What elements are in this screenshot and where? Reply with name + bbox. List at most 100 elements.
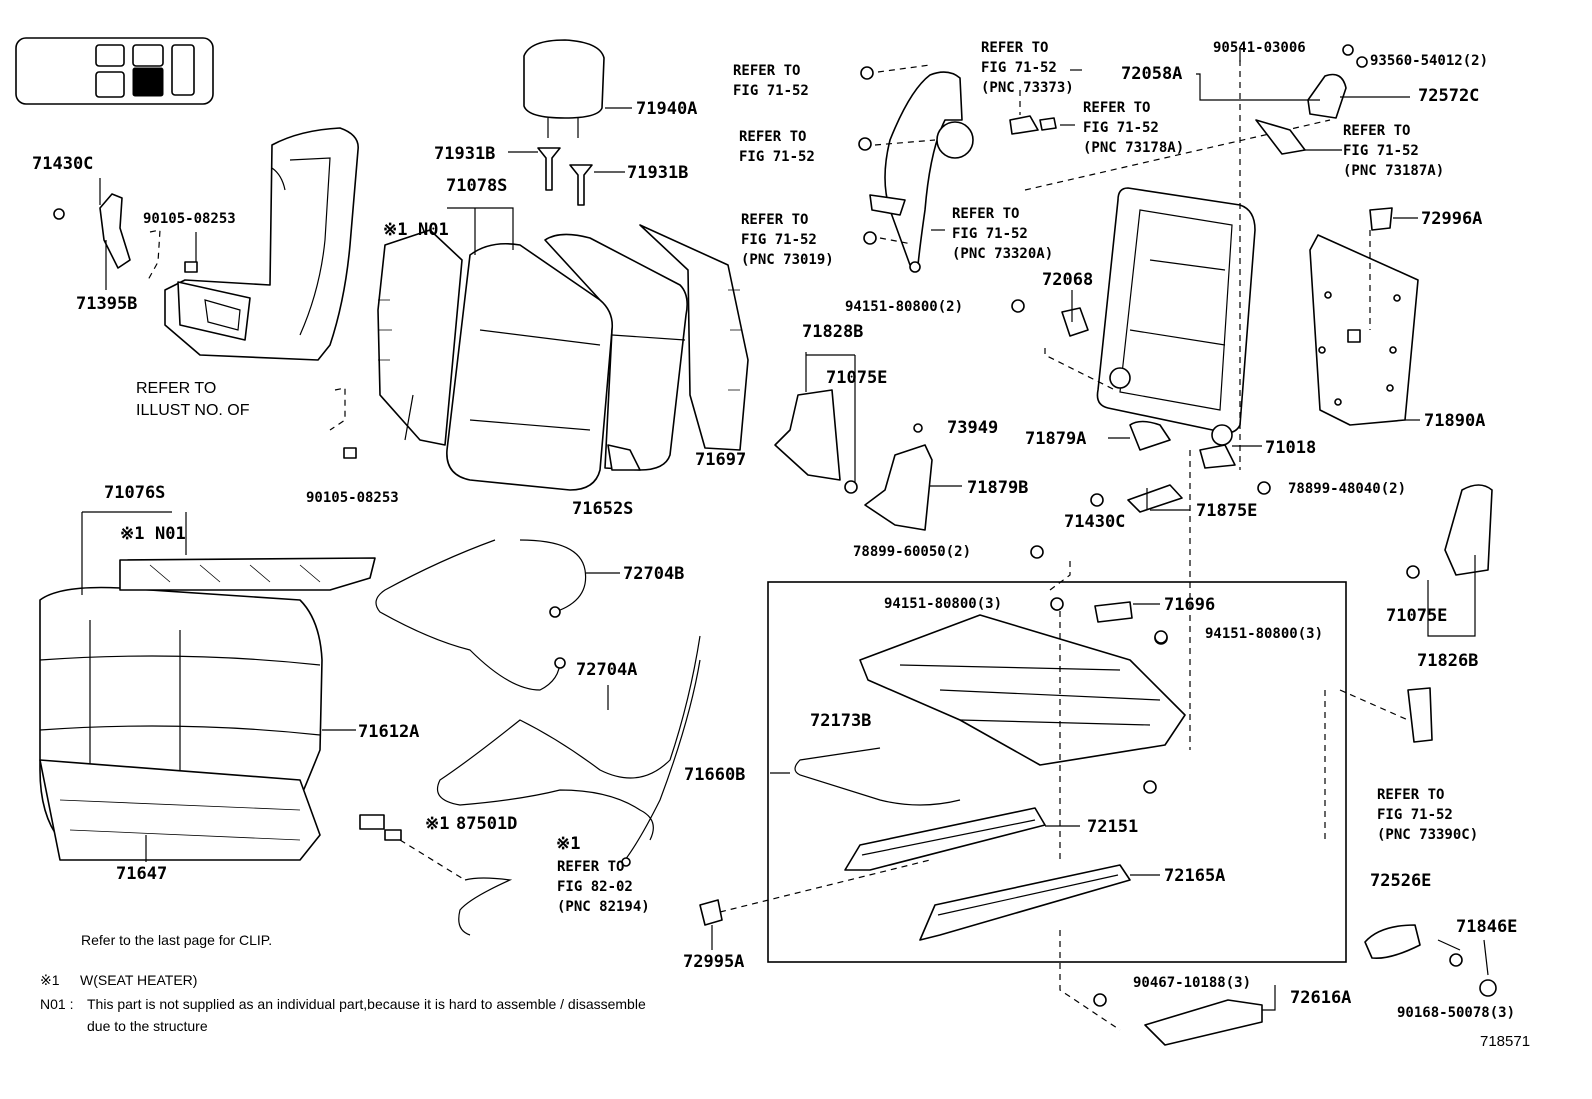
part-72165a[interactable]: 72165A <box>1164 866 1226 886</box>
part-71828b[interactable]: 71828B <box>802 322 864 342</box>
part-78899-60050[interactable]: 78899-60050(2) <box>853 544 972 560</box>
part-71875e[interactable]: 71875E <box>1196 501 1258 521</box>
part-72616a[interactable]: 72616A <box>1290 988 1352 1008</box>
buckle-73390c <box>1324 687 1433 840</box>
part-71647[interactable]: 71647 <box>116 864 168 884</box>
part-71652s[interactable]: 71652S <box>572 499 634 519</box>
part-72704b[interactable]: 72704B <box>623 564 685 584</box>
refer-line: REFER TO <box>741 212 809 228</box>
seatback-board-71697 <box>607 224 749 471</box>
refer-line: (PNC 73320A) <box>952 246 1054 262</box>
part-71075e-mid[interactable]: 71075E <box>826 368 888 388</box>
refer-line: REFER TO <box>1343 123 1411 139</box>
seatback-71078s <box>446 233 688 491</box>
part-71931b-right[interactable]: 71931B <box>627 163 689 183</box>
part-72151[interactable]: 72151 <box>1087 817 1139 837</box>
refer-line: FIG 71-52 <box>981 60 1057 76</box>
part-71890a[interactable]: 71890A <box>1424 411 1486 431</box>
cover-71879b <box>864 423 933 531</box>
refer-line: ILLUST NO. OF <box>136 402 250 419</box>
part-78899-48040[interactable]: 78899-48040(2) <box>1288 481 1407 497</box>
cover-71828b <box>774 389 858 494</box>
rail-72165a <box>919 864 1131 941</box>
hinge-cover-72616a <box>1093 993 1263 1046</box>
part-72173b[interactable]: 72173B <box>810 711 872 731</box>
leader-lines <box>81 50 1489 1011</box>
part-71940a[interactable]: 71940A <box>636 99 698 119</box>
part-71612a[interactable]: 71612A <box>358 722 420 742</box>
part-72068[interactable]: 72068 <box>1042 270 1094 290</box>
frame-dashes <box>1049 560 1121 1031</box>
part-71931b-left[interactable]: 71931B <box>434 144 496 164</box>
part-71879a[interactable]: 71879A <box>1025 429 1087 449</box>
part-90105-08253-bottom[interactable]: 90105-08253 <box>306 490 399 506</box>
bolt-icons <box>858 66 1271 794</box>
part-72704a[interactable]: 72704A <box>576 660 638 680</box>
refer-line: REFER TO <box>952 206 1020 222</box>
part-71018[interactable]: 71018 <box>1265 438 1317 458</box>
refer-line: (PNC 82194) <box>557 899 650 915</box>
part-71697[interactable]: 71697 <box>695 450 747 470</box>
refer-line: FIG 71-52 <box>1343 143 1419 159</box>
part-72996a[interactable]: 72996A <box>1421 209 1483 229</box>
part-93560-54012[interactable]: 93560-54012(2) <box>1370 53 1489 69</box>
seatback-frame-71018 <box>1061 187 1256 513</box>
part-71826b[interactable]: 71826B <box>1417 651 1479 671</box>
part-71430c-mid[interactable]: 71430C <box>1064 512 1126 532</box>
marker-x1-harness: ※1 <box>425 814 450 834</box>
back-board-71890a <box>1309 207 1419 426</box>
part-94151-80800-2[interactable]: 94151-80800(2) <box>845 299 964 315</box>
marker-x1-refer: ※1 <box>556 834 581 854</box>
refer-line: (PNC 73019) <box>741 252 834 268</box>
part-71395b[interactable]: 71395B <box>76 294 138 314</box>
clip-hook-icons <box>147 229 357 459</box>
legend-seat-heater: W(SEAT HEATER) <box>80 972 198 988</box>
refer-line: FIG 71-52 <box>1377 807 1453 823</box>
part-71078s[interactable]: 71078S <box>446 176 508 196</box>
part-71430c-top[interactable]: 71430C <box>32 154 94 174</box>
clip-note: Refer to the last page for CLIP. <box>81 932 273 948</box>
diagram-id: 718571 <box>1480 1033 1531 1050</box>
part-72995a[interactable]: 72995A <box>683 952 745 972</box>
part-94151-80800-3b[interactable]: 94151-80800(3) <box>1205 626 1324 642</box>
part-72058a[interactable]: 72058A <box>1121 64 1183 84</box>
part-87501d[interactable]: 87501D <box>456 814 518 834</box>
refer-line: REFER TO <box>1083 100 1151 116</box>
part-90105-08253-top[interactable]: 90105-08253 <box>143 211 236 227</box>
cable-72704b <box>375 539 587 691</box>
refer-line: REFER TO <box>733 63 801 79</box>
part-71075e-right[interactable]: 71075E <box>1386 606 1448 626</box>
part-71696[interactable]: 71696 <box>1164 595 1216 615</box>
refer-line: REFER TO <box>557 859 625 875</box>
part-71076s[interactable]: 71076S <box>104 483 166 503</box>
part-73949[interactable]: 73949 <box>947 418 999 438</box>
marker-x1-cushion: ※1 <box>120 524 145 544</box>
refer-line: FIG 71-52 <box>1083 120 1159 136</box>
part-90168-50078[interactable]: 90168-50078(3) <box>1397 1005 1516 1021</box>
n01-line-2: due to the structure <box>87 1018 208 1034</box>
part-71879b[interactable]: 71879B <box>967 478 1029 498</box>
part-90541-03006[interactable]: 90541-03006 <box>1213 40 1306 56</box>
seatback-cover-n01 <box>377 229 463 446</box>
part-72526e[interactable]: 72526E <box>1370 871 1432 891</box>
refer-line: FIG 71-52 <box>739 149 815 165</box>
part-71846e[interactable]: 71846E <box>1456 917 1518 937</box>
part-90467-10188[interactable]: 90467-10188(3) <box>1133 975 1252 991</box>
refer-illust-no[interactable]: REFER TO ILLUST NO. OF <box>136 378 250 422</box>
marker-n01-seatback: N01 <box>418 220 449 240</box>
refer-line: REFER TO <box>136 380 217 397</box>
part-71660b[interactable]: 71660B <box>684 765 746 785</box>
n01-label: N01 : <box>40 996 74 1012</box>
part-72572c[interactable]: 72572C <box>1418 86 1480 106</box>
part-94151-80800-3a[interactable]: 94151-80800(3) <box>884 596 1003 612</box>
